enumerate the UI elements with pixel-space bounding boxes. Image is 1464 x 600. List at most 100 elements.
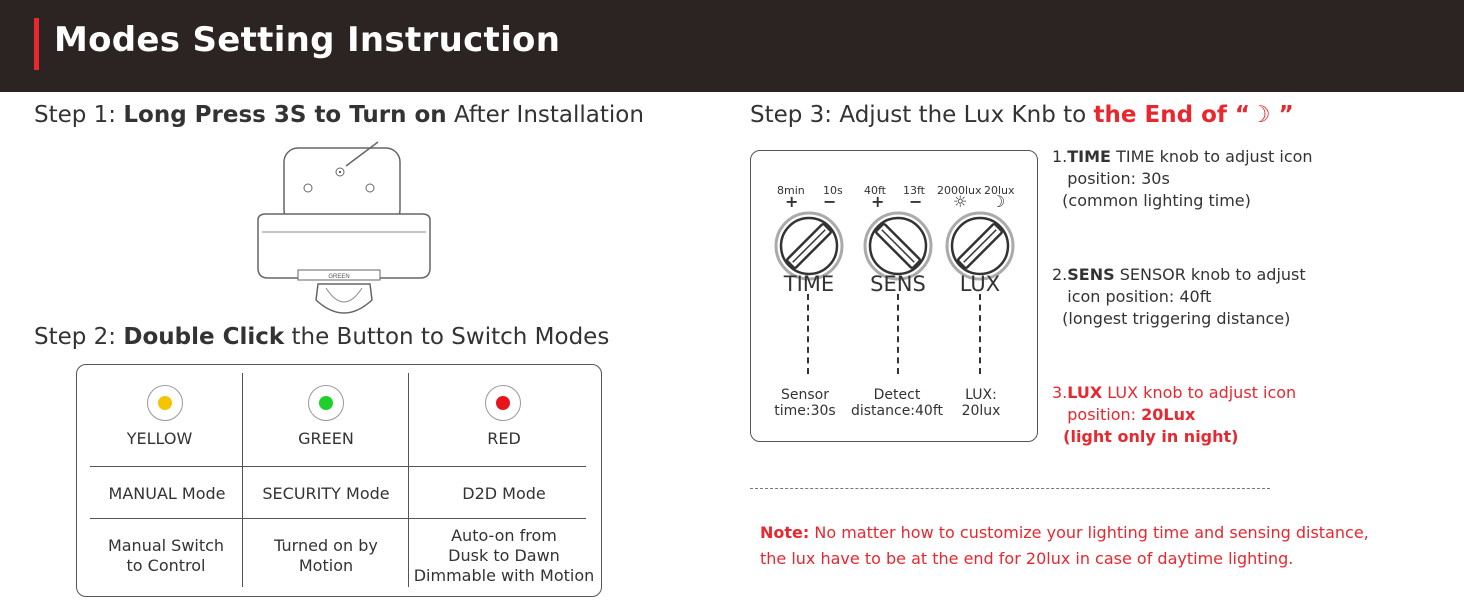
instruction-key: TIME [1067,147,1111,166]
step1-prefix: Step 1: [34,102,124,128]
instruction-value: 20Lux [1141,405,1196,424]
header-bar: Modes Setting Instruction [0,0,1464,92]
knob-panel: 8min 10s + − TIME Sensor time:30s 40ft 1… [750,150,1038,442]
instruction-lux: 3.LUX LUX knob to adjust icon position: … [1052,382,1296,448]
note-label: Note: [760,523,810,542]
time-plus-icon: + [785,192,799,211]
red-led-icon [485,385,521,421]
sens-plus-icon: + [871,192,885,211]
desc-line: Turned on by [274,536,378,555]
sens-leader-line [897,294,899,374]
table-divider [408,373,409,587]
yellow-led-icon [147,385,183,421]
green-led-icon [308,385,344,421]
mode-desc-manual: Manual Switch to Control [77,536,255,576]
sens-knob-label: SENS [870,272,926,296]
pointer-arrow [345,141,379,167]
bottom-line: 20lux [961,403,1001,419]
desc-line: Dimmable with Motion [413,566,595,585]
sens-knob-icon [863,211,933,281]
desc-line: Manual Switch [107,536,225,555]
mode-name-security: SECURITY Mode [262,484,390,503]
step3-red-text: the End of “ [1093,102,1250,128]
yellow-led-dot [158,396,172,410]
sens-bottom-label: Detect distance:40ft [845,387,949,419]
bottom-line: distance:40ft [850,403,944,419]
instruction-line: SENSOR knob to adjust [1114,265,1306,284]
device-brand: GREEN [328,274,349,280]
time-knob-icon [774,211,844,281]
device-illustration: GREEN [257,141,431,314]
instruction-num: 2. [1052,265,1068,284]
step2-bold: Double Click [123,324,285,350]
bottom-line: LUX: [965,387,997,403]
step3-red-end: ” [1270,102,1294,128]
time-leader-line [807,294,809,374]
step1-suffix: After Installation [446,102,644,128]
lux-right-tick: 20lux [984,184,1015,197]
bottom-line: Detect [873,387,921,403]
lux-bottom-label: LUX: 20lux [941,387,1021,419]
mode-color-red: RED [487,429,521,448]
instruction-time: 1.TIME TIME knob to adjust icon position… [1052,146,1313,212]
table-divider [242,373,243,587]
instruction-line: position: 30s [1052,169,1170,188]
mode-color-yellow: YELLOW [126,429,193,448]
mode-name-d2d: D2D Mode [462,484,546,503]
note-line: No matter how to customize your lighting… [809,523,1369,542]
sens-left-tick: 40ft [864,184,886,197]
bottom-line: time:30s [774,403,836,419]
page-title: Modes Setting Instruction [54,20,561,60]
power-button-icon [335,167,345,177]
mount-hole [303,183,313,193]
time-left-tick: 8min [777,184,805,197]
time-right-tick: 10s [823,184,843,197]
table-divider [90,466,586,467]
step1-heading: Step 1: Long Press 3S to Turn on After I… [34,102,644,128]
mode-name-manual: MANUAL Mode [108,484,226,503]
step3-prefix: Step 3: Adjust the Lux Knb to [750,102,1094,128]
lux-knob-label: LUX [959,272,1001,296]
bottom-line: Sensor [781,387,829,403]
step1-bold: Long Press 3S to Turn on [123,102,447,128]
step2-suffix: the Button to Switch Modes [284,324,610,350]
lux-left-tick: 2000lux [937,184,982,197]
time-bottom-label: Sensor time:30s [765,387,845,419]
instruction-line: icon position: 40ft [1052,287,1212,306]
step2-heading: Step 2: Double Click the Button to Switc… [34,324,609,350]
instruction-num: 1. [1052,147,1068,166]
note-line: the lux have to be at the end for 20lux … [760,549,1294,568]
sun-icon: ☼ [953,192,968,211]
lux-knob-icon [945,211,1015,281]
mode-color-green: GREEN [298,429,354,448]
dashed-separator [750,488,1270,489]
time-minus-icon: − [823,192,837,211]
instruction-key: LUX [1067,383,1103,402]
header-accent-bar [34,18,39,70]
desc-line: Auto-on from [451,526,557,545]
instruction-line: (light only in night) [1052,427,1239,446]
modes-table: YELLOW MANUAL Mode Manual Switch to Cont… [76,364,602,597]
instruction-sens: 2.SENS SENSOR knob to adjust icon positi… [1052,264,1306,330]
desc-line: Motion [298,556,354,575]
lamp-body [257,213,431,279]
sens-right-tick: 13ft [903,184,925,197]
instruction-line: (longest triggering distance) [1052,309,1291,328]
note-block: Note: No matter how to customize your li… [760,520,1369,572]
time-knob-label: TIME [783,272,835,296]
sens-minus-icon: − [909,192,923,211]
mount-hole [365,183,375,193]
instruction-line: LUX knob to adjust icon [1102,383,1297,402]
instruction-line: TIME knob to adjust icon [1110,147,1313,166]
red-led-dot [496,396,510,410]
instruction-key: SENS [1067,265,1115,284]
moon-small-icon: ☽ [991,192,1006,211]
step2-prefix: Step 2: [34,324,124,350]
step3-heading: Step 3: Adjust the Lux Knb to the End of… [750,102,1294,128]
motion-sensor [315,283,373,314]
instruction-line: (common lighting time) [1052,191,1251,210]
green-led-dot [319,396,333,410]
mode-desc-security: Turned on by Motion [243,536,409,576]
instruction-line: position: [1052,405,1142,424]
lux-leader-line [979,294,981,374]
